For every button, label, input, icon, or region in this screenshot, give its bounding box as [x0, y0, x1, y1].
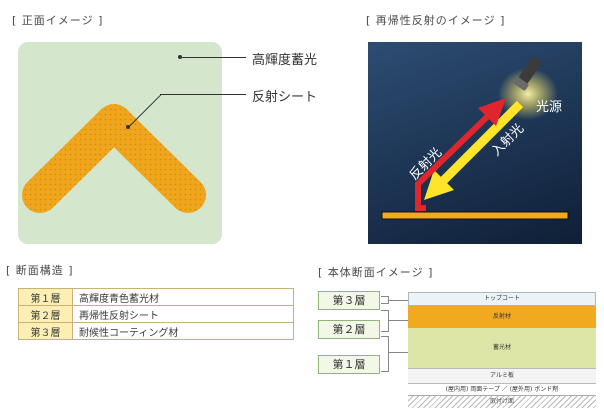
- badge-layer-2: 第２層: [318, 320, 380, 339]
- callout-glow-label: 高輝度蓄光: [252, 53, 318, 68]
- front-image-title: [ 正面イメージ ]: [12, 14, 104, 27]
- reflector-strip: [381, 211, 569, 220]
- layer-aluminum: アルミ板: [408, 368, 596, 384]
- light-source-label: 光源: [536, 100, 563, 115]
- bracket-layer-2: [381, 310, 389, 332]
- layer-desc-cell: 再帰性反射シート: [72, 305, 294, 323]
- layer-top-coat: トップコート: [408, 292, 596, 306]
- layer-name-cell: 第１層: [18, 288, 73, 306]
- connector-layer-1: [389, 352, 408, 353]
- chevron-mark: [22, 104, 206, 213]
- structure-title: [ 断面構造 ]: [6, 264, 74, 277]
- reflected-light-arrow: [415, 98, 506, 211]
- body-section-title: [ 本体断面イメージ ]: [318, 266, 434, 279]
- table-row: 第１層 高輝度青色蓄光材: [18, 288, 294, 306]
- incident-light-arrow: [424, 100, 524, 200]
- mounting-surface: 取付け面: [408, 396, 596, 408]
- bracket-layer-1: [381, 336, 389, 372]
- retro-image-title: [ 再帰性反射のイメージ ]: [366, 14, 506, 27]
- callout-leader-glow: [180, 57, 246, 58]
- layer-phosphor: 蓄光材: [408, 328, 596, 368]
- table-row: 第３層 耐候性コーティング材: [18, 322, 294, 340]
- layer-reflective: 反射材: [408, 306, 596, 328]
- layer-name-cell: 第３層: [18, 322, 73, 340]
- flashlight-icon: [513, 57, 542, 91]
- chevron-reflector-shape: [22, 104, 206, 213]
- front-image-panel: [18, 42, 222, 244]
- badge-layer-3: 第３層: [318, 291, 380, 310]
- table-row: 第２層 再帰性反射シート: [18, 305, 294, 323]
- layer-structure-table: 第１層 高輝度青色蓄光材 第２層 再帰性反射シート 第３層 耐候性コーティング材: [18, 288, 294, 340]
- bracket-layer-3: [381, 296, 389, 304]
- connector-layer-3: [389, 300, 408, 301]
- callout-reflect-label: 反射シート: [252, 90, 318, 105]
- connector-layer-2: [389, 320, 408, 321]
- layer-desc-cell: 耐候性コーティング材: [72, 322, 294, 340]
- retro-image-panel: 光源 入射光 反射光: [368, 42, 582, 244]
- layer-desc-cell: 高輝度青色蓄光材: [72, 288, 294, 306]
- callout-leader-reflect: [160, 94, 246, 95]
- mounting-surface-label: 取付け面: [489, 398, 514, 405]
- layer-tape: (屋内用) 両面テープ ／ (屋外用) ボンド剤: [408, 384, 596, 396]
- layer-name-cell: 第２層: [18, 305, 73, 323]
- badge-layer-1: 第１層: [318, 355, 380, 374]
